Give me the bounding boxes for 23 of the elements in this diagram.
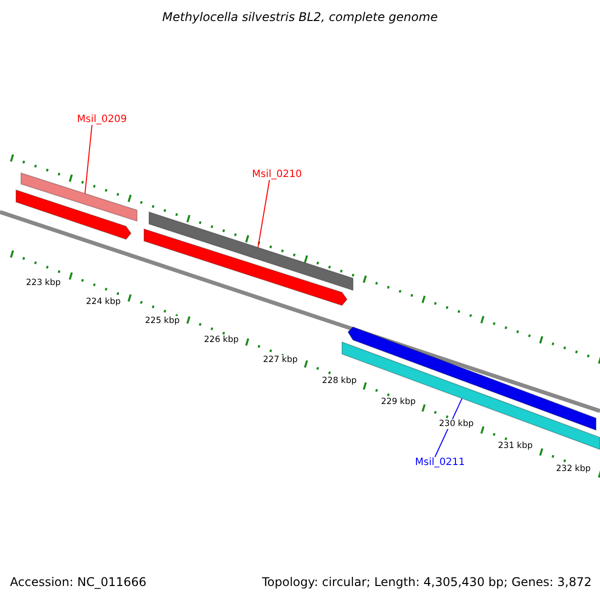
footer-text: Topology: circular; Length: 4,305,430 bp; Genes: 3,872 (262, 575, 592, 589)
gene-bar (342, 341, 600, 450)
scale-label: 225 kbp (145, 316, 180, 326)
gene-arrow (16, 189, 132, 240)
leader-line (258, 180, 270, 248)
scale-label: 223 kbp (26, 278, 61, 288)
gene-arrow (144, 228, 348, 306)
gene-label: Msil_0209 (77, 114, 127, 125)
gene-bar (20, 172, 138, 222)
gene-label: Msil_0210 (252, 169, 302, 180)
footer-text: Accession: NC_011666 (10, 575, 146, 589)
scale-label: 227 kbp (263, 355, 298, 365)
gene-label: Msil_0211 (415, 457, 465, 468)
scale-label: 228 kbp (322, 376, 357, 386)
scale-label: 226 kbp (204, 335, 239, 345)
scale-label: 230 kbp (439, 419, 474, 429)
gene-bar (148, 211, 354, 291)
leader-line (84, 124, 92, 194)
scale-label: 231 kbp (498, 441, 533, 451)
scale-label: 232 kbp (556, 464, 591, 474)
scale-label: 229 kbp (381, 397, 416, 407)
scale-label: 224 kbp (86, 297, 121, 307)
diagram-title: Methylocella silvestris BL2, complete genome (161, 10, 439, 24)
